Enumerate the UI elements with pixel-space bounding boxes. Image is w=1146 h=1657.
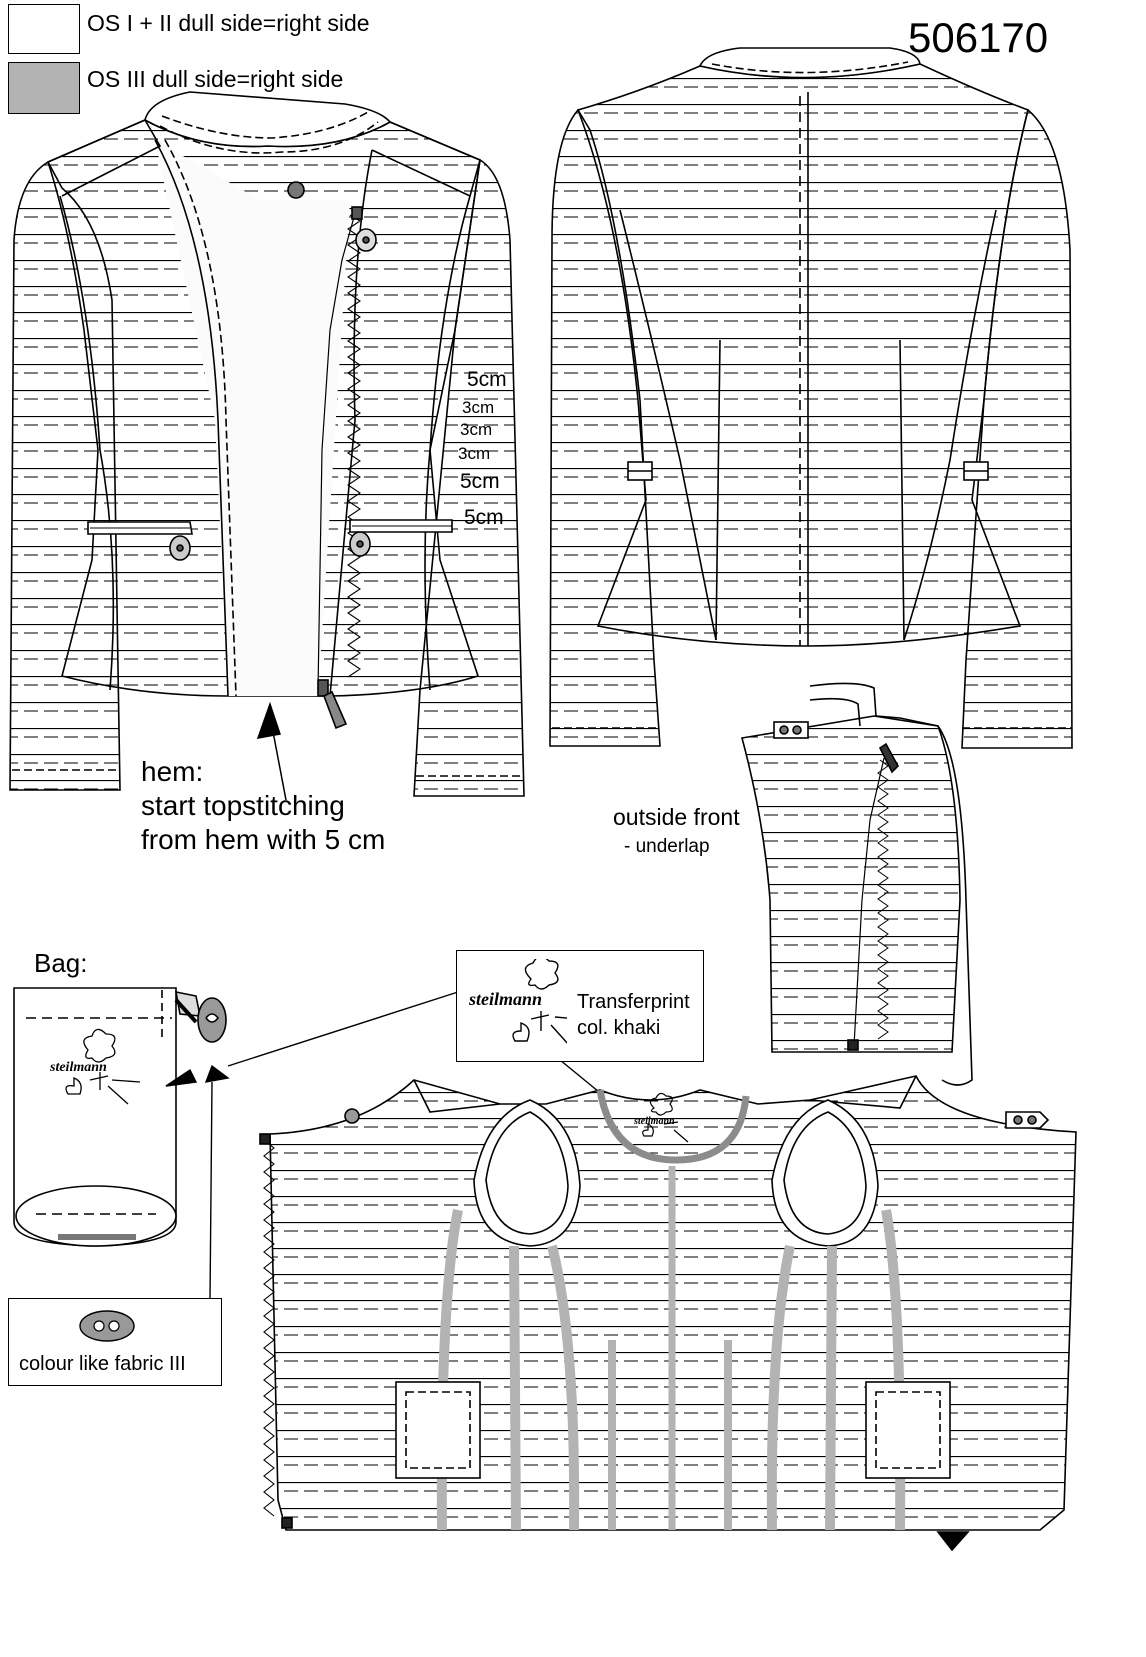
hem-arrow	[256, 701, 287, 801]
outside-front-title: outside front	[613, 804, 740, 830]
hem-note-line-3: from hem with 5 cm	[141, 824, 386, 855]
oval-button-icon	[79, 1310, 135, 1342]
neck-logo-text: steilmann	[634, 1116, 675, 1127]
legend-swatch-fabric-3	[8, 62, 80, 114]
transfer-line-1: Transferprint	[577, 991, 690, 1013]
legend-label-fabric-3: OS III dull side=right side	[87, 66, 344, 92]
measurement-3: 3cm	[460, 420, 493, 439]
bag-title: Bag:	[34, 948, 88, 978]
transfer-logo-text: steilmann	[469, 989, 543, 1009]
measurement-5: 5cm	[460, 470, 500, 493]
outside-front-detail	[740, 682, 973, 1086]
transfer-line-2: col. khaki	[577, 1017, 661, 1039]
measurement-1: 5cm	[467, 368, 507, 391]
hem-note-line-1: hem:	[141, 756, 204, 787]
measurement-6: 5cm	[464, 506, 504, 529]
outside-front-subtitle: - underlap	[624, 836, 710, 857]
button-note-text: colour like fabric III	[19, 1353, 186, 1375]
neck-logo-flower	[642, 1092, 689, 1143]
transfer-logo-flower	[512, 959, 567, 1044]
leader-lines	[165, 991, 605, 1301]
button-note-box: colour like fabric III	[8, 1298, 222, 1386]
transfer-print-label: steilmann Transferprint col. khaki	[456, 950, 704, 1062]
legend-swatch-fabric-1-2	[8, 4, 80, 54]
bag-logo-flower	[65, 1028, 141, 1105]
front-jacket	[9, 91, 525, 797]
bag-logo-text: steilmann	[50, 1060, 107, 1075]
bag-drawing	[13, 987, 227, 1247]
back-jacket	[549, 47, 1073, 749]
measurement-4: 3cm	[458, 444, 491, 463]
inside-jacket	[259, 1075, 1077, 1552]
legend-label-fabric-1-2: OS I + II dull side=right side	[87, 10, 370, 36]
hem-note-line-2: start topstitching	[141, 790, 345, 821]
style-number: 506170	[908, 14, 1049, 61]
measurement-2: 3cm	[462, 398, 495, 417]
